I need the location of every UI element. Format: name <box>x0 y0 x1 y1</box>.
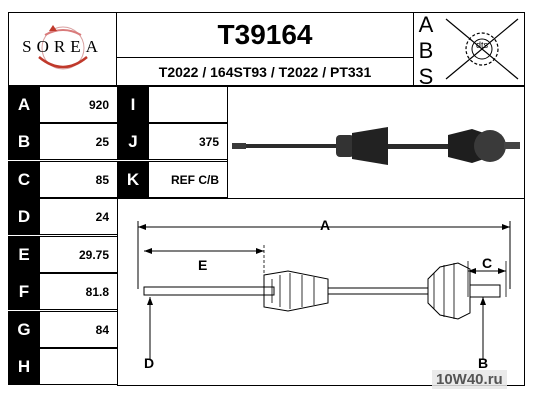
spec-label-c: C <box>8 161 40 198</box>
spec-label-g: G <box>8 311 40 348</box>
spec-label-e: E <box>8 236 40 273</box>
diagram-label-b: B <box>478 355 489 371</box>
drive-shaft-photo <box>232 127 520 165</box>
watermark: 10W40.ru <box>432 370 507 389</box>
abs-letter-s: S <box>418 64 434 89</box>
spec-label-b: B <box>8 123 40 160</box>
spec-value-g: 84 <box>39 311 118 348</box>
dimension-diagram-box: A E C D B <box>117 198 525 386</box>
part-number: T39164 <box>116 12 414 58</box>
diagram-label-c: C <box>482 255 493 271</box>
abs-letter-b: B <box>418 38 434 63</box>
spec-label-i: I <box>117 86 149 123</box>
brand-logo-box: SOREA <box>8 12 117 86</box>
diagram-label-d: D <box>144 355 155 371</box>
spec-label-d: D <box>8 198 40 235</box>
spec-value-b: 25 <box>39 123 118 160</box>
no-abs-icon <box>445 18 519 80</box>
spec-value-i <box>148 86 228 123</box>
dimension-diagram <box>137 221 511 359</box>
spec-value-j: 375 <box>148 123 228 160</box>
no-abs-badge-text: dts <box>475 40 488 50</box>
cross-references: T2022 / 164ST93 / T2022 / PT331 <box>116 57 414 86</box>
spec-value-c: 85 <box>39 161 118 198</box>
spec-value-k: REF C/B <box>148 161 228 198</box>
spec-label-f: F <box>8 273 40 310</box>
spec-value-a: 920 <box>39 86 118 123</box>
abs-letter-a: A <box>418 12 434 37</box>
abs-letters: A B S <box>414 12 438 89</box>
diagram-label-e: E <box>198 257 208 273</box>
product-image-box <box>227 86 525 199</box>
spec-value-d: 24 <box>39 198 118 235</box>
spec-value-e: 29.75 <box>39 236 118 273</box>
spec-label-j: J <box>117 123 149 160</box>
spec-label-k: K <box>117 161 149 198</box>
abs-box: dts <box>413 12 525 86</box>
spec-value-h <box>39 348 118 385</box>
spec-value-f: 81.8 <box>39 273 118 310</box>
diagram-label-a: A <box>320 217 331 233</box>
spec-label-a: A <box>8 86 40 123</box>
brand-logo-text: SOREA <box>22 37 103 56</box>
spec-label-h: H <box>8 348 40 385</box>
brand-logo <box>38 25 88 70</box>
